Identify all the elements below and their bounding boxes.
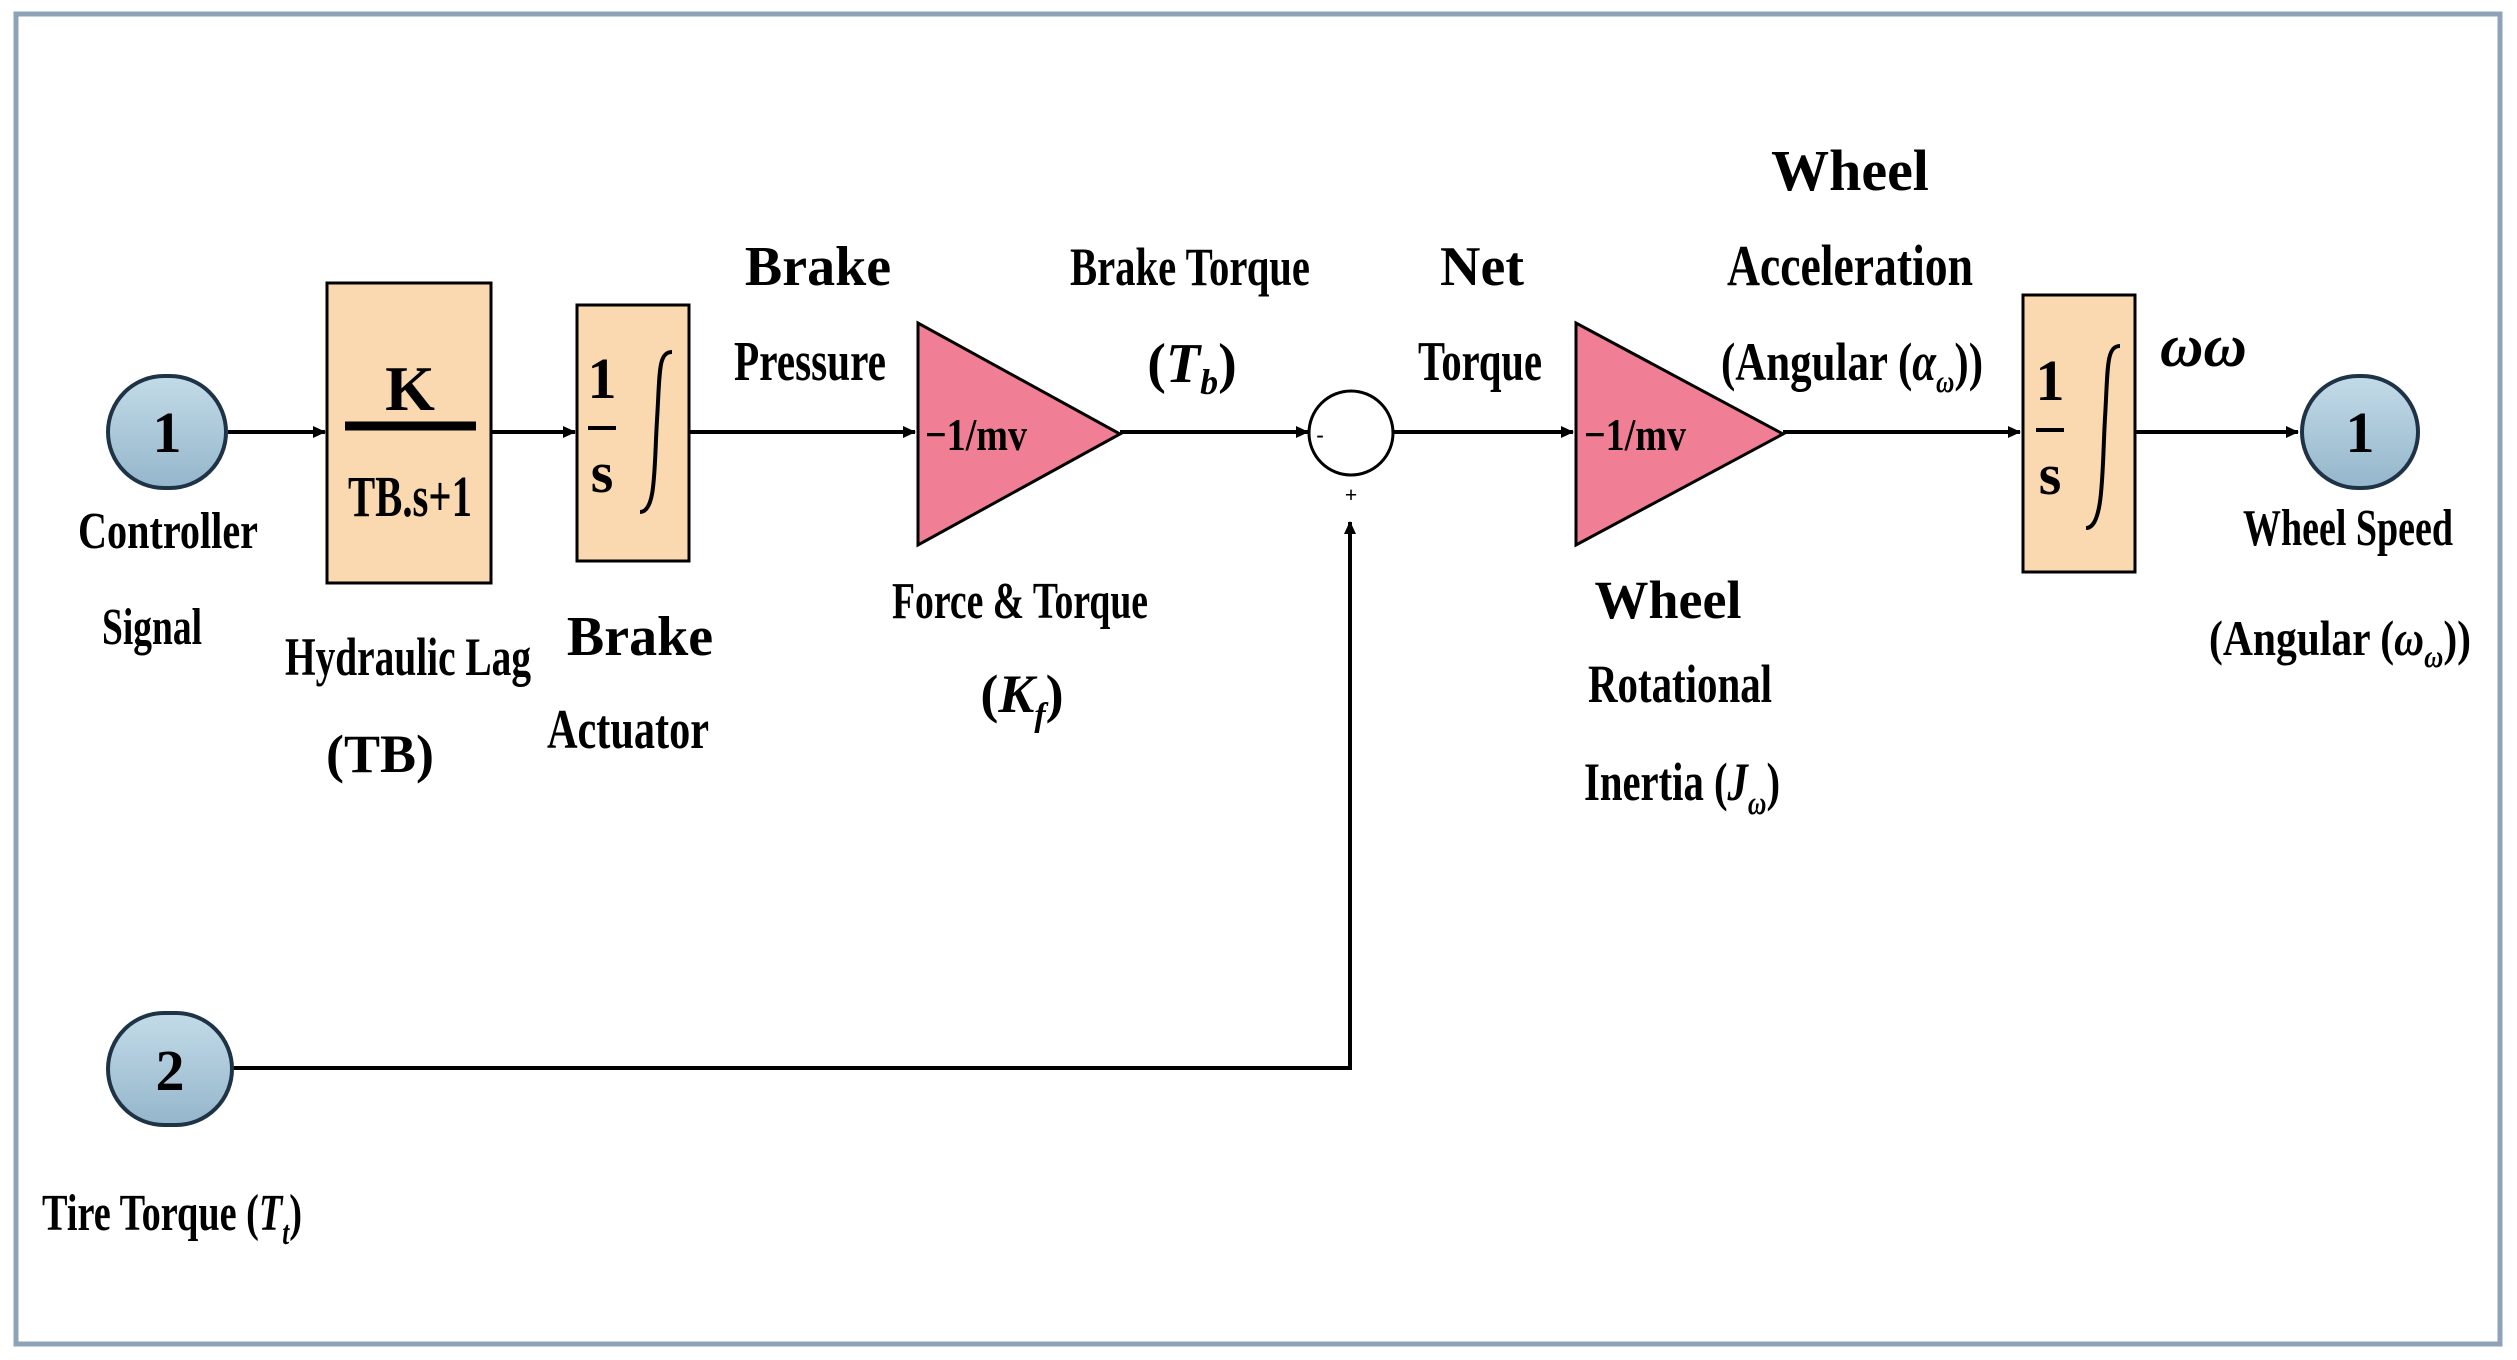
signal-brake-pressure-line2: Pressure [734, 331, 886, 393]
force-torque-gain-block[interactable]: −1/mv [916, 320, 1124, 548]
hydraulic-lag-label-line2: (TB) [326, 724, 434, 784]
inport-1-number: 1 [153, 400, 182, 465]
outer-frame [13, 11, 2503, 1347]
sum-block[interactable]: - + [1307, 389, 1395, 507]
hydraulic-lag-numerator: K [385, 353, 435, 424]
signal-wheel-acceleration-line3: (Angular (αω)) [1721, 332, 1983, 399]
outport-1[interactable]: 1 [2300, 374, 2420, 490]
wheel-inertia-gain-text: −1/mv [1584, 409, 1686, 460]
wheel-integrator-denominator: s [2039, 442, 2062, 507]
signal-brake-pressure-line1: Brake [745, 236, 891, 298]
inport-2-label: Tire Torque (Tt) [42, 1185, 302, 1252]
signal-net-torque-line1: Net [1440, 236, 1524, 298]
integral-icon [639, 350, 673, 514]
wheel-inertia-label-line1: Wheel [1595, 570, 1742, 630]
inport-2[interactable]: 2 [106, 1011, 234, 1127]
sum-sign-bottom: + [1345, 482, 1358, 507]
hydraulic-lag-block[interactable]: K TB.s+1 [325, 281, 493, 585]
line-in2-to-sum [232, 521, 1356, 1070]
inport-2-number: 2 [156, 1038, 185, 1103]
signal-wheel-acceleration-line2: Acceleration [1727, 233, 1973, 298]
signal-brake-torque-line2: (Tb) [1147, 333, 1237, 402]
force-torque-gain-text: −1/mv [925, 409, 1027, 460]
inport-1-label-line1: Controller [78, 503, 258, 560]
outport-1-label-line1: Wheel Speed [2243, 500, 2453, 557]
inport-1-label-line2: Signal [102, 599, 202, 656]
integral-icon [2085, 344, 2121, 530]
wheel-inertia-label-line3: Inertia (Jω) [1584, 752, 1780, 822]
force-torque-label-line1: Force & Torque [892, 573, 1148, 630]
signal-omega-label: ωω [2160, 313, 2247, 379]
brake-actuator-denominator: s [591, 440, 614, 505]
brake-actuator-numerator: 1 [588, 346, 617, 411]
sum-sign-left: - [1316, 422, 1323, 447]
outport-1-label-line2: (Angular (ωω)) [2209, 610, 2471, 674]
wheel-integrator-numerator: 1 [2036, 348, 2065, 413]
hydraulic-lag-denominator: TB.s+1 [348, 464, 472, 529]
signal-lines [228, 426, 2299, 1070]
force-torque-label-line2: (Kf) [980, 664, 1063, 734]
signal-wheel-acceleration-line1: Wheel [1771, 138, 1929, 203]
signal-brake-torque-line1: Brake Torque [1070, 237, 1310, 297]
hydraulic-lag-label-line1: Hydraulic Lag [285, 627, 531, 687]
outport-1-number: 1 [2346, 400, 2375, 465]
signal-net-torque-line2: Torque [1418, 331, 1542, 393]
wheel-inertia-gain-block[interactable]: −1/mv [1574, 320, 1787, 548]
brake-actuator-label-line1: Brake [567, 606, 713, 668]
wheel-integrator-block[interactable]: 1 s [2021, 293, 2137, 574]
brake-actuator-block[interactable]: 1 s [575, 303, 691, 563]
inport-1[interactable]: 1 [106, 374, 228, 490]
wheel-inertia-label-line2: Rotational [1588, 654, 1772, 714]
brake-actuator-label-line2: Actuator [547, 699, 709, 761]
